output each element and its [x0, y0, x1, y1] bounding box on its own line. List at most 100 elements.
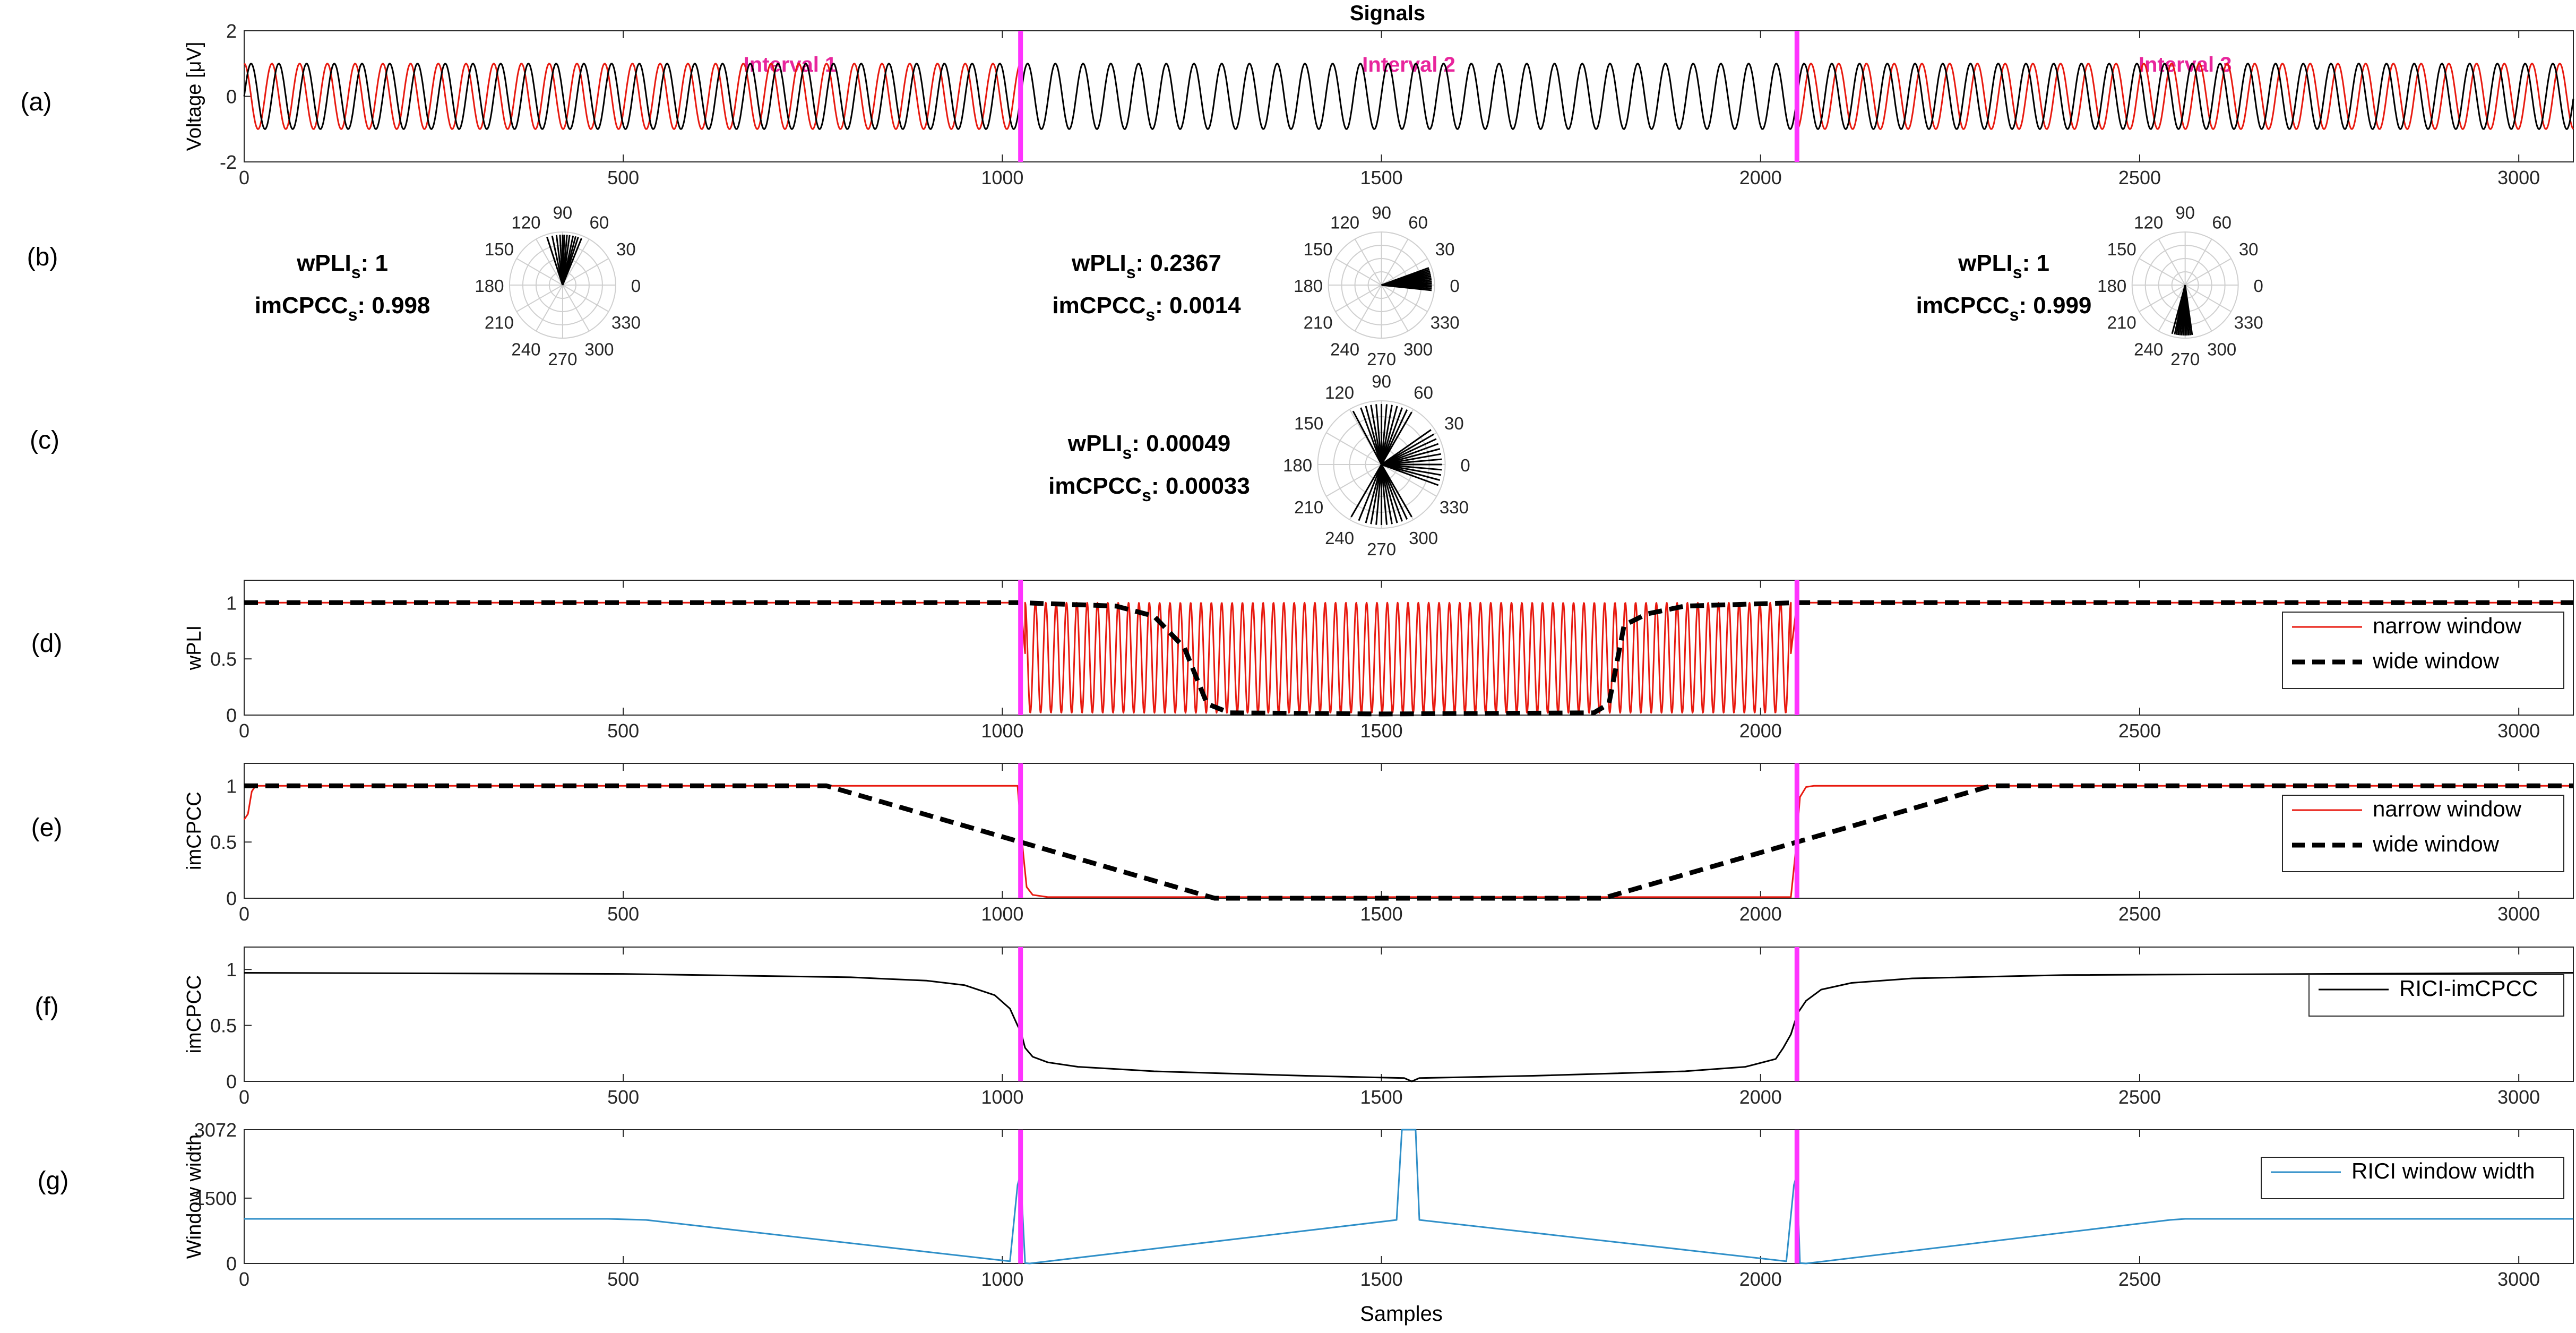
polar-angle-label-b3-300: 300 [2207, 340, 2236, 359]
x-tick-label-d-1: 500 [607, 720, 639, 742]
polar-vector-c1-4 [1375, 464, 1383, 525]
figure-title: Signals [1350, 2, 1425, 25]
polar-vector-c1-6 [1381, 464, 1388, 525]
polar-vector-c1-17 [1381, 458, 1442, 466]
ylabel-f: imCPCC [183, 975, 205, 1054]
polar-angle-label-b3-150: 150 [2107, 239, 2136, 259]
stat-b3-wpli: wPLIs: 1 [1958, 250, 2049, 282]
polar-vector-c1-34 [1360, 407, 1382, 465]
polar-vector-c1-28 [1381, 405, 1393, 465]
y-tick-label-f-1: 0.5 [210, 1015, 237, 1037]
signal-red-interval-3 [1796, 63, 2574, 130]
y-tick-label-g-2: 3072 [194, 1119, 237, 1141]
polar-angle-label-c1-330: 330 [1440, 497, 1469, 517]
panel-label-g: (g) [38, 1167, 69, 1195]
polar-vector-c1-19 [1381, 448, 1441, 466]
ylabel-a: Voltage [μV] [183, 42, 205, 151]
x-tick-label-d-3: 1500 [1360, 720, 1403, 742]
polar-spoke-b1-60 [562, 238, 590, 286]
polar-angle-label-b2-330: 330 [1431, 313, 1460, 332]
y-tick-label-e-2: 1 [226, 775, 237, 797]
polar-angle-label-b3-90: 90 [2175, 203, 2195, 222]
polar-vector-c1-1 [1358, 464, 1382, 521]
polar-angle-label-b3-60: 60 [2212, 213, 2232, 233]
polar-angle-label-b2-270: 270 [1367, 349, 1396, 369]
polar-vector-c1-11 [1381, 464, 1412, 518]
y-tick-label-e-1: 0.5 [210, 831, 237, 853]
polar-vector-c1-20 [1381, 443, 1439, 466]
polar-angle-label-b2-60: 60 [1408, 213, 1428, 233]
polar-spoke-b3-150 [2139, 258, 2186, 286]
polar-spoke-b2-150 [1335, 258, 1382, 286]
y-tick-label-f-0: 0 [226, 1071, 237, 1093]
polar-angle-label-b3-240: 240 [2134, 340, 2163, 359]
polar-angle-label-c1-300: 300 [1409, 528, 1438, 548]
y-tick-label-a-1: 0 [226, 86, 237, 108]
panel-c-stats: wPLIs: 0.00049 imCPCCs: 0.00033 [1048, 431, 1250, 505]
polar-spoke-b1-240 [536, 285, 563, 332]
polar-angle-label-c1-180: 180 [1283, 455, 1312, 475]
polar-vector-c1-12 [1381, 463, 1439, 486]
polar-vector-c1-3 [1370, 464, 1383, 524]
polar-angle-label-b1-210: 210 [485, 313, 514, 332]
polar-vector-c1-21 [1381, 438, 1437, 466]
x-tick-label-d-0: 0 [239, 720, 249, 742]
x-tick-label-e-1: 500 [607, 903, 639, 925]
polar-vector-c1-32 [1370, 405, 1383, 465]
polar-angle-label-b2-90: 90 [1372, 203, 1391, 222]
legend-label-f-0: RICI-imCPCC [2399, 976, 2538, 1001]
interval-label-1: Interval 1 [744, 53, 837, 76]
polar-vector-c1-23 [1381, 429, 1432, 466]
polar-vector-c1-8 [1381, 464, 1398, 523]
polar-angle-label-b3-180: 180 [2097, 276, 2126, 296]
y-tick-label-d-0: 0 [226, 704, 237, 726]
panel-b-stats: wPLIs: 1 imCPCCs: 0.998 wPLIs: 0.2367 im… [255, 250, 2092, 324]
polar-spoke-b3-30 [2185, 258, 2232, 286]
y-tick-label-d-2: 1 [226, 592, 237, 614]
polar-angle-label-b2-240: 240 [1330, 340, 1359, 359]
polar-angle-label-c1-210: 210 [1294, 497, 1323, 517]
x-tick-label-d-6: 3000 [2497, 720, 2540, 742]
polar-spoke-b2-300 [1381, 285, 1409, 332]
x-tick-label-d-4: 2000 [1739, 720, 1782, 742]
signal-red-interval-1 [244, 63, 1021, 130]
polar-angle-label-b2-180: 180 [1294, 276, 1323, 296]
stat-c-wpli: wPLIs: 0.00049 [1067, 431, 1230, 462]
polar-angle-label-b2-300: 300 [1403, 340, 1433, 359]
polar-angle-label-c1-150: 150 [1294, 414, 1323, 433]
y-tick-label-e-0: 0 [226, 888, 237, 909]
polar-spoke-b2-120 [1354, 238, 1382, 286]
x-tick-label-e-0: 0 [239, 903, 249, 925]
legend-box-f [2308, 974, 2564, 1017]
x-tick-label-g-4: 2000 [1739, 1268, 1782, 1290]
polar-vector-c1-13 [1381, 463, 1441, 481]
polar-spoke-b2-60 [1381, 238, 1409, 286]
x-tick-label-a-0: 0 [239, 167, 249, 188]
series-e-0 [243, 785, 2573, 898]
polar-spoke-b3-300 [2184, 285, 2212, 332]
polar-angle-label-b2-0: 0 [1450, 276, 1459, 296]
polar-angle-label-b2-120: 120 [1330, 213, 1359, 233]
panel-label-b: (b) [27, 243, 58, 271]
interval-label-2: Interval 2 [1362, 53, 1455, 76]
stat-c-cpcc: imCPCCs: 0.00033 [1048, 473, 1250, 505]
polar-vector-b1-11 [546, 237, 564, 286]
polar-spoke-b2-240 [1354, 285, 1382, 332]
polar-angle-label-c1-30: 30 [1444, 414, 1464, 433]
polar-vector-b1-10 [551, 235, 564, 286]
x-tick-label-g-6: 3000 [2497, 1268, 2540, 1290]
polar-angle-label-b2-150: 150 [1304, 239, 1333, 259]
polar-angle-label-b3-210: 210 [2107, 313, 2136, 332]
polar-spoke-b1-210 [516, 285, 563, 312]
polar-spoke-b3-330 [2185, 285, 2232, 312]
x-tick-label-a-4: 2000 [1739, 167, 1782, 188]
series-e-1 [244, 783, 2573, 901]
polar-angle-label-c1-60: 60 [1414, 383, 1433, 402]
panel-label-c: (c) [30, 426, 59, 454]
polar-angle-label-b1-150: 150 [485, 239, 514, 259]
x-tick-label-g-3: 1500 [1360, 1268, 1403, 1290]
polar-angle-label-b3-330: 330 [2234, 313, 2263, 332]
